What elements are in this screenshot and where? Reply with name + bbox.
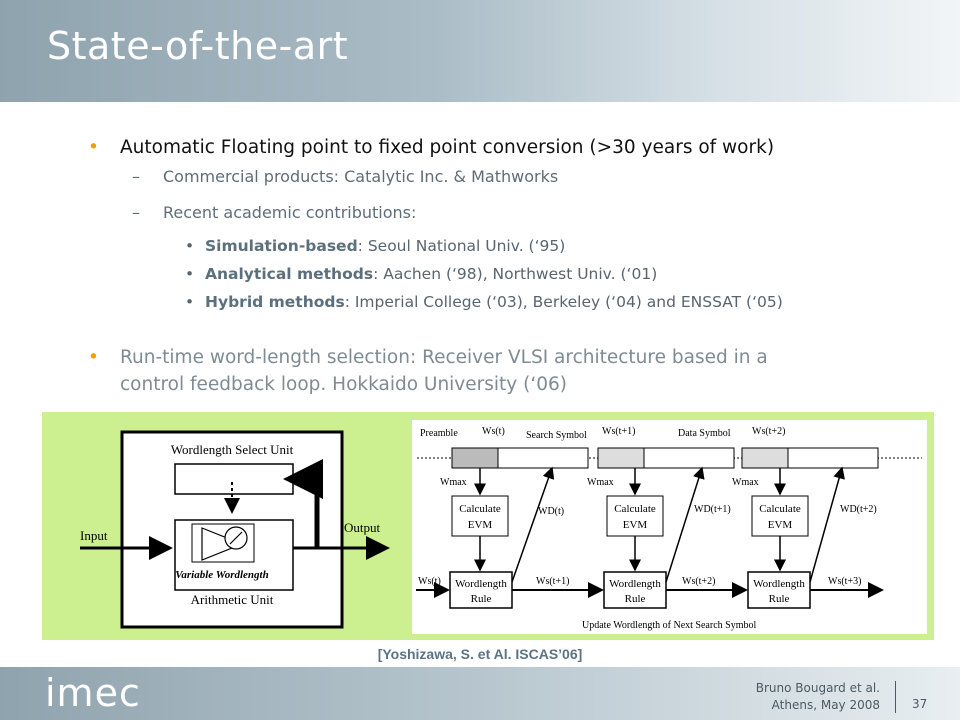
wordlength-rule-2: Wordlength Rule	[747, 571, 811, 609]
svg-text:EVM: EVM	[623, 519, 648, 531]
svg-text:Wordlength: Wordlength	[753, 578, 805, 590]
sub-bullet-text: Recent academic contributions:	[163, 203, 417, 222]
symbol-group-1	[597, 447, 735, 469]
method-detail: : Aachen (‘98), Northwest Univ. (‘01)	[373, 265, 658, 283]
sub-bullet-text: Commercial products: Catalytic Inc. & Ma…	[163, 167, 559, 186]
wd-t2-label: WD(t+2)	[840, 504, 877, 515]
data-symbol-label: Data Symbol	[678, 428, 731, 439]
bullet-text-line2: control feedback loop. Hokkaido Universi…	[120, 374, 567, 395]
dash-icon: –	[132, 167, 140, 186]
title-bar: State-of-the-art	[0, 0, 960, 102]
select-unit-box	[174, 463, 294, 495]
bullet-icon: •	[185, 293, 195, 311]
variable-wordlength-label: Variable Wordlength	[175, 569, 268, 581]
output-label: Output	[344, 520, 381, 535]
method-name: Hybrid methods	[205, 293, 345, 311]
bullet-icon: •	[185, 237, 195, 255]
footer-divider	[895, 681, 896, 713]
svg-text:Calculate: Calculate	[459, 503, 501, 515]
symbol-group-0	[451, 447, 589, 469]
svg-text:EVM: EVM	[768, 519, 793, 531]
page-number: 37	[912, 697, 928, 711]
bullet-icon: •	[185, 265, 195, 283]
ws-t1-label: Ws(t+1)	[602, 426, 635, 437]
citation: [Yoshizawa, S. et Al. ISCAS’06]	[377, 646, 583, 662]
author-name: Bruno Bougard et al.	[755, 681, 880, 695]
slide-title: State-of-the-art	[47, 24, 349, 68]
dash-icon: –	[132, 203, 140, 222]
input-label: Input	[80, 528, 108, 543]
method-name: Simulation-based	[205, 237, 358, 255]
imec-logo: imec	[45, 671, 141, 715]
calc-evm-1: Calculate EVM	[606, 495, 664, 537]
bullet-icon: •	[88, 137, 99, 158]
svg-text:Wordlength: Wordlength	[455, 578, 507, 590]
preamble-label: Preamble	[420, 428, 458, 439]
calc-evm-0: Calculate EVM	[451, 495, 509, 537]
right-timing-diagram: Preamble Ws(t) Search Symbol Ws(t+1) Dat…	[412, 420, 927, 634]
ws-t1-out-label: Ws(t+1)	[536, 576, 569, 587]
wd-t1-label: WD(t+1)	[694, 504, 731, 515]
venue: Athens, May 2008	[771, 698, 880, 712]
wordlength-rule-1: Wordlength Rule	[603, 571, 667, 609]
search-symbol-label: Search Symbol	[526, 430, 587, 441]
svg-text:Wordlength: Wordlength	[609, 578, 661, 590]
symbol-group-2	[741, 447, 879, 469]
arithmetic-unit-label: Arithmetic Unit	[191, 592, 274, 607]
svg-text:Rule: Rule	[471, 593, 492, 605]
method-detail: : Imperial College (‘03), Berkeley (‘04)…	[344, 293, 783, 311]
svg-text:Calculate: Calculate	[759, 503, 801, 515]
svg-text:Rule: Rule	[769, 593, 790, 605]
wd-t-label: WD(t)	[538, 506, 564, 517]
method-detail: : Seoul National Univ. (‘95)	[357, 237, 566, 255]
footer-credit: Bruno Bougard et al. Athens, May 2008	[756, 680, 880, 714]
footer-bar: imec Bruno Bougard et al. Athens, May 20…	[0, 667, 960, 720]
left-block-diagram: Wordlength Select Unit Variable Wordleng…	[80, 430, 390, 629]
ws-t-in-label: Ws(t)	[418, 576, 441, 587]
architecture-diagram: Wordlength Select Unit Variable Wordleng…	[80, 420, 927, 634]
calc-evm-2: Calculate EVM	[751, 495, 809, 537]
svg-text:Rule: Rule	[625, 593, 646, 605]
ws-t-label: Ws(t)	[482, 426, 505, 437]
ws-t2-out-label: Ws(t+2)	[682, 576, 715, 587]
svg-text:EVM: EVM	[468, 519, 493, 531]
ws-t3-out-label: Ws(t+3)	[828, 576, 861, 587]
ws-t2-label: Ws(t+2)	[752, 426, 785, 437]
bullet-text: Automatic Floating point to fixed point …	[120, 137, 775, 158]
bullet-icon: •	[88, 347, 99, 368]
svg-text:Calculate: Calculate	[614, 503, 656, 515]
bullet-text-line1: Run-time word-length selection: Receiver…	[120, 347, 768, 368]
wordlength-select-unit-label: Wordlength Select Unit	[171, 442, 294, 457]
wordlength-rule-0: Wordlength Rule	[449, 571, 513, 609]
method-name: Analytical methods	[205, 265, 374, 283]
wmax-label-1: Wmax	[587, 477, 614, 488]
architecture-figure: Wordlength Select Unit Variable Wordleng…	[42, 412, 934, 640]
wmax-label-2: Wmax	[732, 477, 759, 488]
update-label: Update Wordlength of Next Search Symbol	[582, 620, 756, 631]
wmax-label-0: Wmax	[440, 477, 467, 488]
